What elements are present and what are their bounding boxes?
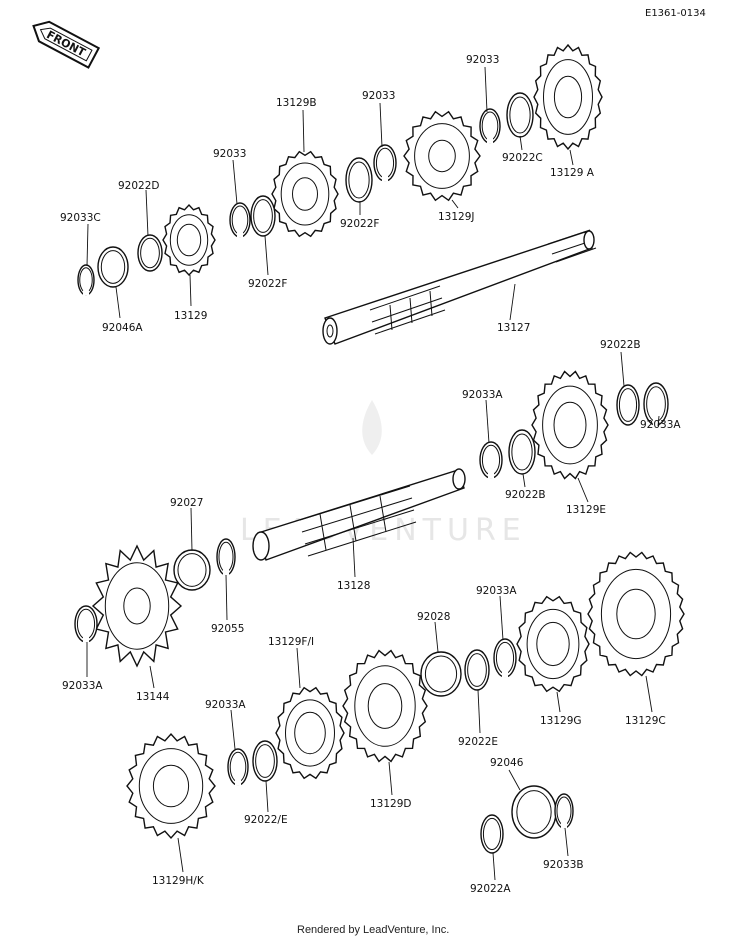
- label-92033-top: 92033: [466, 54, 499, 66]
- circlip-92033-top: [479, 108, 501, 144]
- gear-13129E: [531, 370, 609, 480]
- gear-13129FI: [275, 686, 345, 780]
- washer-92022F-a: [345, 157, 373, 203]
- label-92022E: 92022E: [458, 736, 498, 748]
- circlip-92033-left: [229, 202, 251, 238]
- label-13129A: 13129 A: [550, 167, 595, 179]
- washer-92022A: [480, 814, 504, 854]
- circlip-92033C: [77, 264, 95, 296]
- circlip-92033A-e: [227, 748, 249, 786]
- leader-lines: [86, 66, 660, 881]
- label-92033B: 92033B: [543, 859, 584, 871]
- label-92022-E: 92022/E: [244, 814, 288, 826]
- gear-13129B: [271, 150, 339, 238]
- label-13129J: 13129J: [438, 211, 475, 223]
- washer-92022B-a: [616, 384, 640, 426]
- label-92028: 92028: [417, 611, 450, 623]
- gear-13129A: [533, 43, 603, 151]
- gear-13129J: [403, 110, 481, 202]
- label-92033-left: 92033: [213, 148, 246, 160]
- gear-13129: [162, 203, 216, 277]
- bushing-92027: [173, 549, 211, 591]
- label-13129E: 13129E: [566, 504, 606, 516]
- label-92033A-d: 92033A: [476, 585, 517, 597]
- washer-92022E: [464, 649, 490, 691]
- label-92033A-e: 92033A: [205, 699, 246, 711]
- label-13129D: 13129D: [370, 798, 412, 810]
- reference-code: E1361-0134: [645, 8, 706, 19]
- label-13129B: 13129B: [276, 97, 317, 109]
- label-92022D: 92022D: [118, 180, 160, 192]
- label-92033-mid: 92033: [362, 90, 395, 102]
- label-92033A-a: 92033A: [462, 389, 503, 401]
- front-arrow-icon: FRONT: [32, 20, 101, 69]
- bearing-92046: [511, 785, 557, 839]
- label-13129: 13129: [174, 310, 207, 322]
- label-92033A-b: 92033A: [640, 419, 681, 431]
- circlip-92055: [216, 538, 236, 576]
- label-92046A: 92046A: [102, 322, 143, 334]
- label-92033A-c: 92033A: [62, 680, 103, 692]
- label-13129HK: 13129H/K: [152, 875, 205, 887]
- label-13128: 13128: [337, 580, 370, 592]
- label-13127: 13127: [497, 322, 530, 334]
- shaft-13128: [252, 468, 466, 561]
- label-13144: 13144: [136, 691, 170, 703]
- circlip-92033A-d: [493, 638, 517, 678]
- label-92022C: 92022C: [502, 152, 543, 164]
- label-92027: 92027: [170, 497, 203, 509]
- gear-13129D: [342, 649, 428, 763]
- washer-92022F-b: [250, 195, 276, 237]
- label-13129C: 13129C: [625, 715, 666, 727]
- washer-92022D: [137, 234, 163, 272]
- washer-92022-E: [252, 740, 278, 782]
- label-92046: 92046: [490, 757, 524, 769]
- label-92055: 92055: [211, 623, 244, 635]
- footer-credit: Rendered by LeadVenture, Inc.: [297, 924, 449, 936]
- label-92022F-b: 92022F: [248, 278, 287, 290]
- label-13129FI: 13129F/I: [268, 636, 314, 648]
- bearing-92028: [420, 651, 462, 697]
- gear-13129HK: [126, 732, 216, 840]
- circlip-92033-mid: [373, 144, 397, 182]
- label-13129G: 13129G: [540, 715, 582, 727]
- gear-13129G: [516, 595, 590, 693]
- shaft-13127: [322, 229, 597, 345]
- label-92022A: 92022A: [470, 883, 511, 895]
- bearing-92046A: [97, 246, 129, 288]
- label-92022B-a: 92022B: [600, 339, 641, 351]
- washer-92022B-b: [508, 429, 536, 475]
- label-92033C: 92033C: [60, 212, 101, 224]
- label-92022B-b: 92022B: [505, 489, 546, 501]
- circlip-92033B: [554, 793, 574, 829]
- gear-13129C: [587, 551, 685, 677]
- washer-92022C: [506, 92, 534, 138]
- circlip-92033A-a: [643, 382, 669, 427]
- sprocket-13144: [91, 544, 183, 668]
- circlip-92033A-b: [479, 441, 503, 479]
- label-92022F-a: 92022F: [340, 218, 379, 230]
- circlip-92033A-c: [74, 605, 98, 643]
- part-labels: 92033 92033 92033 13129B 92022C 13129 A …: [60, 54, 681, 895]
